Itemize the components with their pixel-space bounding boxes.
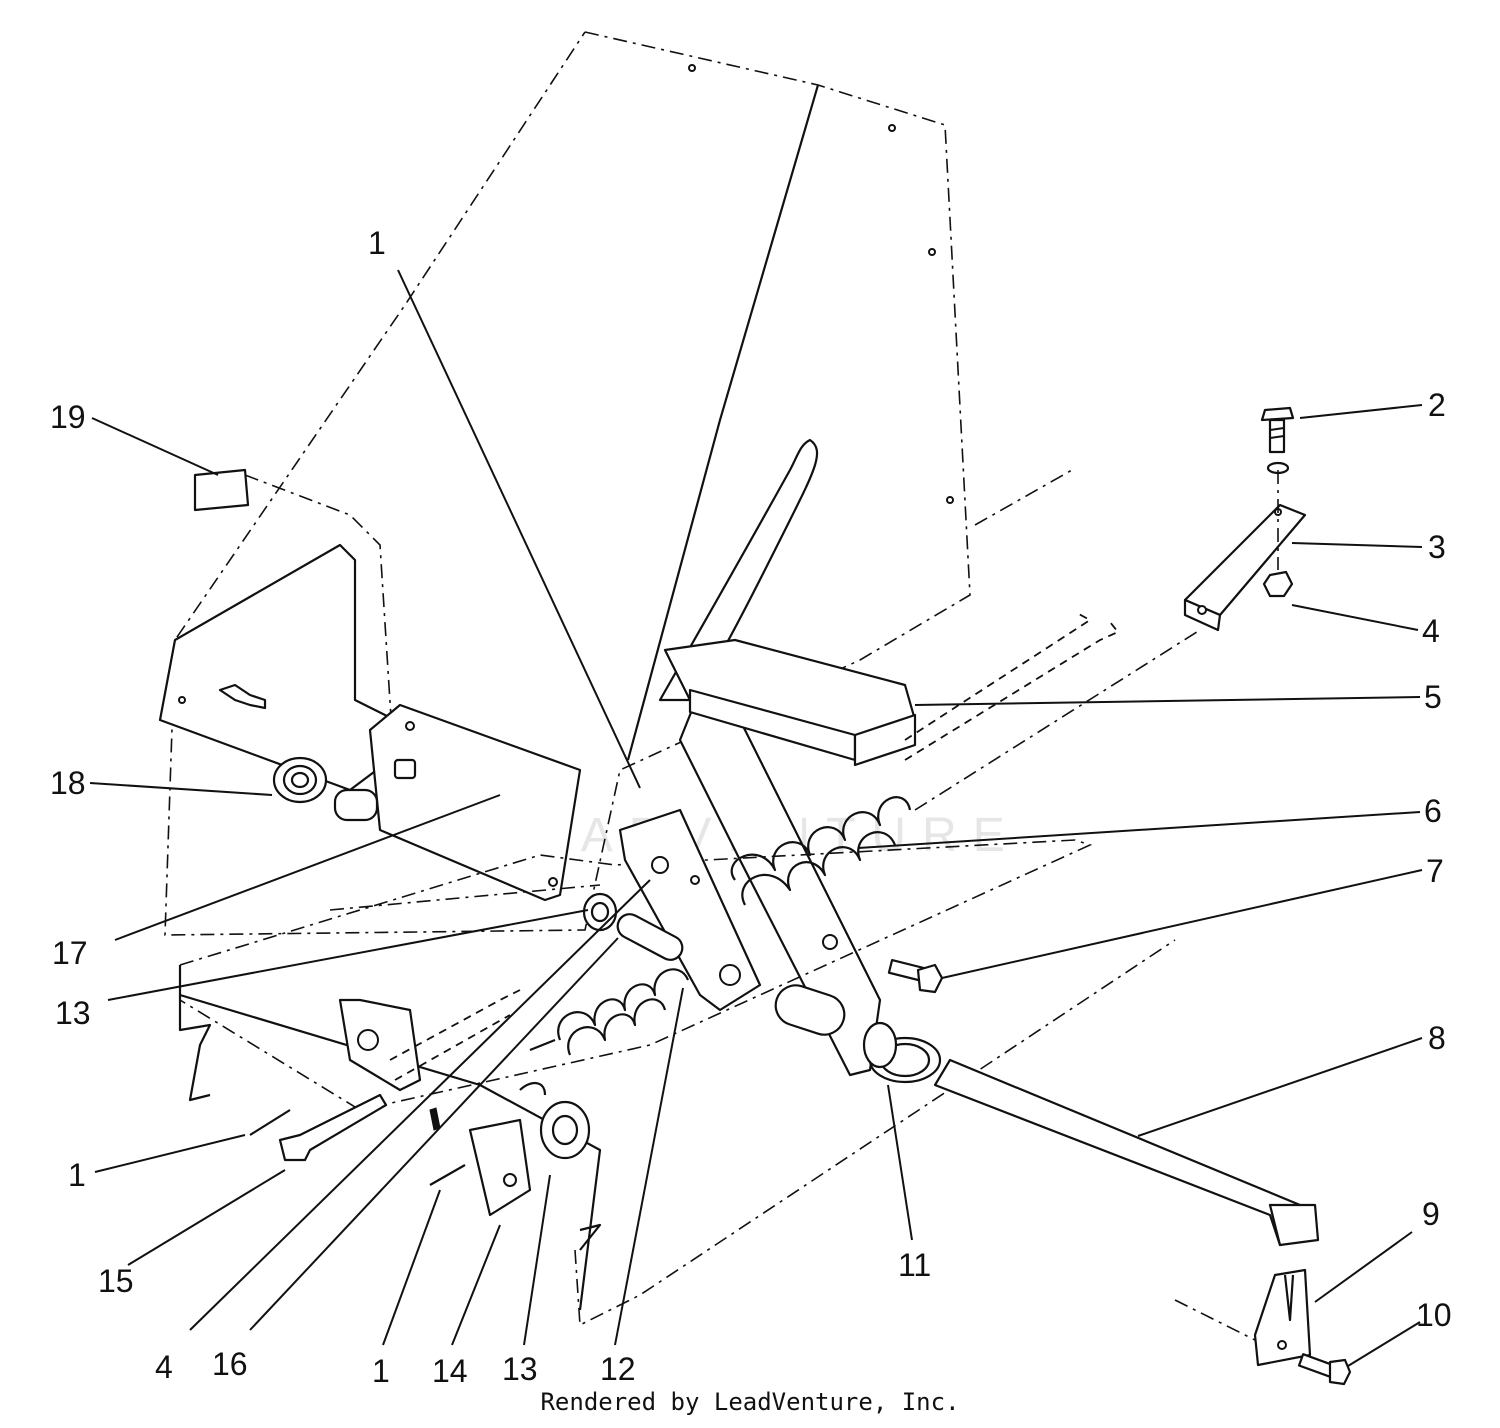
base-plate: [178, 839, 1266, 1346]
callout-7: 7: [1426, 853, 1444, 889]
callout-1-bottom: 1: [372, 1353, 390, 1389]
callout-15: 15: [98, 1263, 134, 1299]
callout-2: 2: [1428, 387, 1446, 423]
center-bracket: [582, 808, 762, 1012]
callout-lines: [89, 269, 1423, 1367]
callout-3: 3: [1428, 529, 1446, 565]
callout-labels: 1 2 3 4 5 6 7 8 9 10 11 12 13 14 1 16 4 …: [50, 225, 1452, 1389]
back-panel: [164, 31, 1073, 936]
callout-13-left: 13: [55, 995, 91, 1031]
callout-16: 16: [212, 1346, 248, 1382]
callout-13-bottom: 13: [502, 1351, 538, 1387]
main-shaft: [774, 984, 1320, 1247]
callout-17: 17: [52, 935, 88, 971]
upper-right-bracket: [1183, 406, 1307, 632]
clevis-9: [1253, 1268, 1352, 1386]
callout-4-bottom: 4: [155, 1349, 173, 1385]
pedal-grip: [663, 638, 917, 767]
callout-4-right: 4: [1422, 613, 1440, 649]
bolt-7: [887, 958, 944, 994]
callout-5: 5: [1424, 679, 1442, 715]
callout-6: 6: [1424, 793, 1442, 829]
callout-11: 11: [898, 1247, 931, 1283]
brake-pedal-assembly: [158, 468, 582, 902]
lower-spring: [529, 968, 690, 1056]
callout-12: 12: [600, 1351, 636, 1387]
callout-8: 8: [1428, 1020, 1446, 1056]
callout-9: 9: [1422, 1196, 1440, 1232]
callout-14: 14: [432, 1353, 468, 1389]
render-credit: Rendered by LeadVenture, Inc.: [540, 1388, 960, 1416]
linkage-rod: [904, 611, 1201, 811]
callout-10: 10: [1416, 1297, 1452, 1333]
callout-19: 19: [50, 399, 86, 435]
callout-18: 18: [50, 765, 86, 801]
callout-1-left: 1: [68, 1157, 86, 1193]
upper-spring: [730, 796, 912, 906]
callout-1-top: 1: [368, 225, 386, 261]
lever-arm: [658, 438, 882, 1077]
lower-left-parts: [249, 989, 591, 1217]
